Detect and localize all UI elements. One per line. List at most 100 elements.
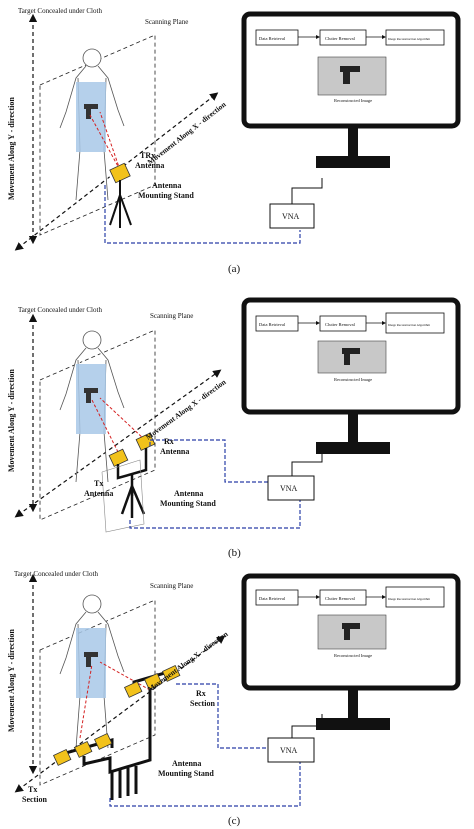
panel-caption: (a) [228, 263, 241, 275]
ray [99, 111, 121, 171]
antenna-label-2: Antenna [135, 161, 164, 170]
step-box-3 [385, 586, 445, 608]
step-box-1 [255, 589, 299, 606]
antenna-stand [116, 448, 148, 518]
tx-element [53, 748, 72, 766]
cable [104, 185, 301, 244]
step-box-3 [385, 312, 445, 334]
tx-element [74, 740, 93, 758]
human-figure [59, 594, 125, 749]
step-box-2 [319, 589, 367, 606]
panel-c: Target Concealed under Cloth Scanning Pl… [7, 570, 461, 827]
image-caption: Reconstructed Image [334, 653, 372, 658]
panel-caption: (b) [228, 547, 241, 559]
step-box-3 [385, 29, 445, 46]
vna-label: VNA [280, 746, 298, 755]
tx-element [94, 732, 113, 750]
vna-box [267, 475, 315, 501]
image-caption: Reconstructed Image [334, 98, 372, 103]
scanning-plane-label: Scanning Plane [145, 18, 188, 26]
monitor-base [316, 442, 390, 454]
gun-icon [342, 348, 360, 365]
cable [149, 439, 268, 483]
ray [89, 114, 121, 171]
antenna-label-1: TRx [140, 151, 155, 160]
target-label: Target Concealed under Cloth [14, 570, 98, 578]
reconstructed-image [317, 340, 387, 374]
y-direction-label: Movement Along Y - direction [7, 629, 16, 732]
monitor-base [316, 718, 390, 730]
stand-label-2: Mounting Stand [160, 499, 216, 508]
step-label-2: Clutter Removal [325, 322, 356, 327]
stand-label-1: Antenna [152, 181, 181, 190]
monitor-neck [348, 128, 358, 158]
rx-element [144, 672, 163, 690]
tx-label-2: Antenna [84, 489, 113, 498]
step-label-1: Data Retrieval [259, 322, 286, 327]
step-box-1 [255, 29, 299, 46]
scanning-plane-label: Scanning Plane [150, 312, 193, 320]
tx-label-1: Tx [28, 785, 37, 794]
trx-antenna [109, 162, 131, 184]
panel-b: Target Concealed under Cloth Scanning Pl… [7, 297, 461, 559]
scanning-plane-label: Scanning Plane [150, 582, 193, 590]
step-label-2: Clutter Removal [325, 596, 356, 601]
rx-label-1: Rx [196, 689, 206, 698]
vna-box [267, 737, 315, 763]
step-label-3: Image Reconstruction Algorithm [388, 597, 430, 601]
gun-icon [342, 623, 360, 640]
x-direction-arrow [14, 369, 222, 518]
stand-label-1: Antenna [172, 759, 201, 768]
cable [176, 683, 268, 749]
panel-a: Target Concealed under Cloth Scanning Pl… [7, 7, 461, 275]
image-caption: Reconstructed Image [334, 377, 372, 382]
rx-element [124, 680, 143, 698]
vna-label: VNA [282, 212, 300, 221]
tx-antenna [108, 448, 129, 467]
step-box-2 [319, 29, 367, 46]
monitor-base [316, 156, 390, 168]
reconstructed-image [317, 56, 387, 96]
rx-element [162, 664, 181, 682]
stand-outline [101, 459, 145, 533]
monitor-neck [348, 414, 358, 444]
step-label-3: Image Reconstruction Algorithm [388, 323, 430, 327]
rx-label-1: Rx [164, 437, 174, 446]
gun-icon [84, 388, 98, 403]
reconstructed-image [317, 614, 387, 650]
rx-label-2: Section [190, 699, 215, 708]
gun-icon [84, 652, 98, 667]
step-label-3: Image Reconstruction Algorithm [388, 37, 430, 41]
y-direction-label: Movement Along Y - direction [7, 97, 16, 200]
human-figure [59, 330, 125, 483]
monitor-cable [291, 450, 323, 476]
monitor-cable [291, 178, 323, 204]
target-label: Target Concealed under Cloth [18, 306, 102, 314]
gun-icon [340, 66, 360, 84]
vna-box [269, 203, 315, 229]
x-direction-label: Movement Along X - direction [144, 377, 228, 442]
stand-label-1: Antenna [174, 489, 203, 498]
cable [129, 500, 301, 529]
vna-label: VNA [280, 484, 298, 493]
ray [99, 397, 146, 441]
y-direction-label: Movement Along Y - direction [7, 369, 16, 472]
step-box-2 [319, 315, 367, 332]
rx-label-2: Antenna [160, 447, 189, 456]
tripod-stand [109, 180, 132, 228]
step-label-2: Clutter Removal [325, 36, 356, 41]
stand-label-2: Mounting Stand [158, 769, 214, 778]
ray [79, 663, 93, 739]
rx-antenna [135, 432, 156, 451]
stand-label-2: Mounting Stand [138, 191, 194, 200]
step-label-1: Data Retrieval [259, 36, 286, 41]
cable [109, 762, 301, 807]
target-label: Target Concealed under Cloth [18, 7, 102, 15]
panel-caption: (c) [228, 815, 241, 827]
x-direction-label: Movement Along X - direction [146, 99, 229, 166]
tx-label-1: Tx [94, 479, 103, 488]
human-figure [59, 48, 125, 201]
tx-label-2: Section [22, 795, 47, 804]
monitor-neck [348, 690, 358, 720]
